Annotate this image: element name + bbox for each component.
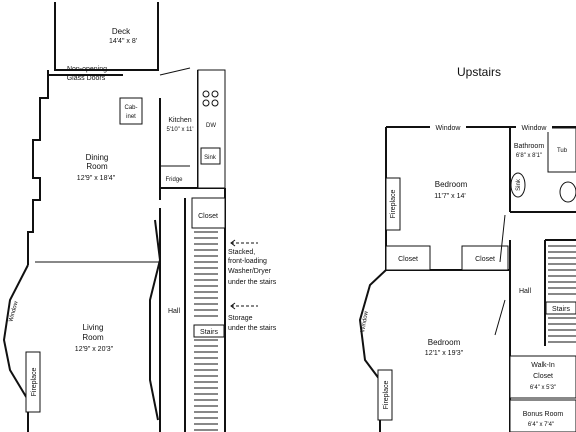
stairs-label-box-up — [545, 301, 576, 315]
tub-label: Tub — [557, 148, 568, 154]
window-label-up-side: Window — [360, 310, 370, 333]
glass-doors-label-2: Glass Doors — [67, 75, 106, 82]
closet-label-up-left: Closet — [398, 256, 418, 263]
window-gap-right — [516, 121, 552, 132]
dining-label-1: Dining — [86, 153, 109, 162]
closet-label-down: Closet — [198, 213, 218, 220]
walkin-size: 6'4" x 5'3" — [530, 385, 556, 391]
bedroom1-label: Bedroom — [435, 180, 468, 189]
bonus-label: Bonus Room — [523, 411, 564, 418]
closet-label-up-right: Closet — [475, 256, 495, 263]
hall-label-down: Hall — [168, 308, 181, 315]
cabinet-label-1: Cab- — [124, 105, 137, 111]
washer-note-3: Washer/Dryer — [228, 268, 272, 275]
glass-doors-label-1: Non-opening — [67, 66, 107, 73]
upstairs-walls — [358, 126, 576, 432]
stairs-label-box-down — [193, 324, 225, 338]
deck-size: 14'4" x 8' — [109, 38, 137, 45]
stove-icon — [202, 90, 219, 107]
stairs-label-up: Stairs — [552, 306, 570, 313]
dining-label-2: Room — [86, 162, 108, 171]
upstairs-title: Upstairs — [457, 65, 501, 79]
bonus-size: 6'4" x 7'4" — [528, 422, 554, 428]
window-label-down: Window — [8, 300, 19, 323]
window-label-up-right: Window — [522, 125, 548, 132]
walkin-label-2: Closet — [533, 373, 553, 380]
stairs-up — [548, 245, 576, 343]
dw-label: DW — [206, 123, 216, 129]
bedroom2-label: Bedroom — [428, 338, 461, 347]
sink-label: Sink — [204, 155, 217, 161]
cabinet-label-2: inet — [126, 114, 136, 120]
hall-label-up: Hall — [519, 288, 532, 295]
living-size: 12'9" x 20'3" — [75, 346, 114, 353]
dining-size: 12'9" x 18'4" — [77, 175, 116, 182]
bedroom1-size: 11'7" x 14' — [434, 193, 466, 200]
washer-note-2: front-loading — [228, 258, 267, 265]
washer-note-4: under the stairs — [228, 279, 277, 286]
walkin-label-1: Walk-In — [531, 362, 555, 369]
downstairs-walls — [2, 2, 226, 432]
storage-note-1: Storage — [228, 315, 253, 322]
kitchen-size: 5'10" x 11' — [167, 127, 194, 133]
bathroom-size: 6'8" x 8'1" — [516, 153, 542, 159]
sink-box — [200, 147, 221, 165]
deck-label: Deck — [112, 27, 131, 36]
fireplace-label-up-2: Fireplace — [383, 381, 390, 410]
fridge-label: Fridge — [165, 177, 183, 183]
stairs-label-down: Stairs — [200, 329, 218, 336]
storage-note-2: under the stairs — [228, 325, 277, 332]
bedroom2-size: 12'1" x 19'3" — [425, 350, 464, 357]
stairs-down — [194, 231, 218, 431]
sink-label-up: Sink — [516, 178, 522, 191]
fireplace-label-down: Fireplace — [31, 368, 38, 397]
window-label-up-left: Window — [436, 125, 462, 132]
bathroom-label: Bathroom — [514, 143, 545, 150]
fireplace-label-up: Fireplace — [390, 190, 397, 219]
living-label-2: Room — [82, 333, 104, 342]
window-gap-left — [430, 121, 466, 132]
storage-note-arrow — [230, 302, 258, 310]
kitchen-label: Kitchen — [168, 117, 191, 124]
washer-note-1: Stacked, — [228, 249, 255, 256]
washer-note-arrow — [230, 239, 258, 247]
living-label-1: Living — [83, 323, 104, 332]
